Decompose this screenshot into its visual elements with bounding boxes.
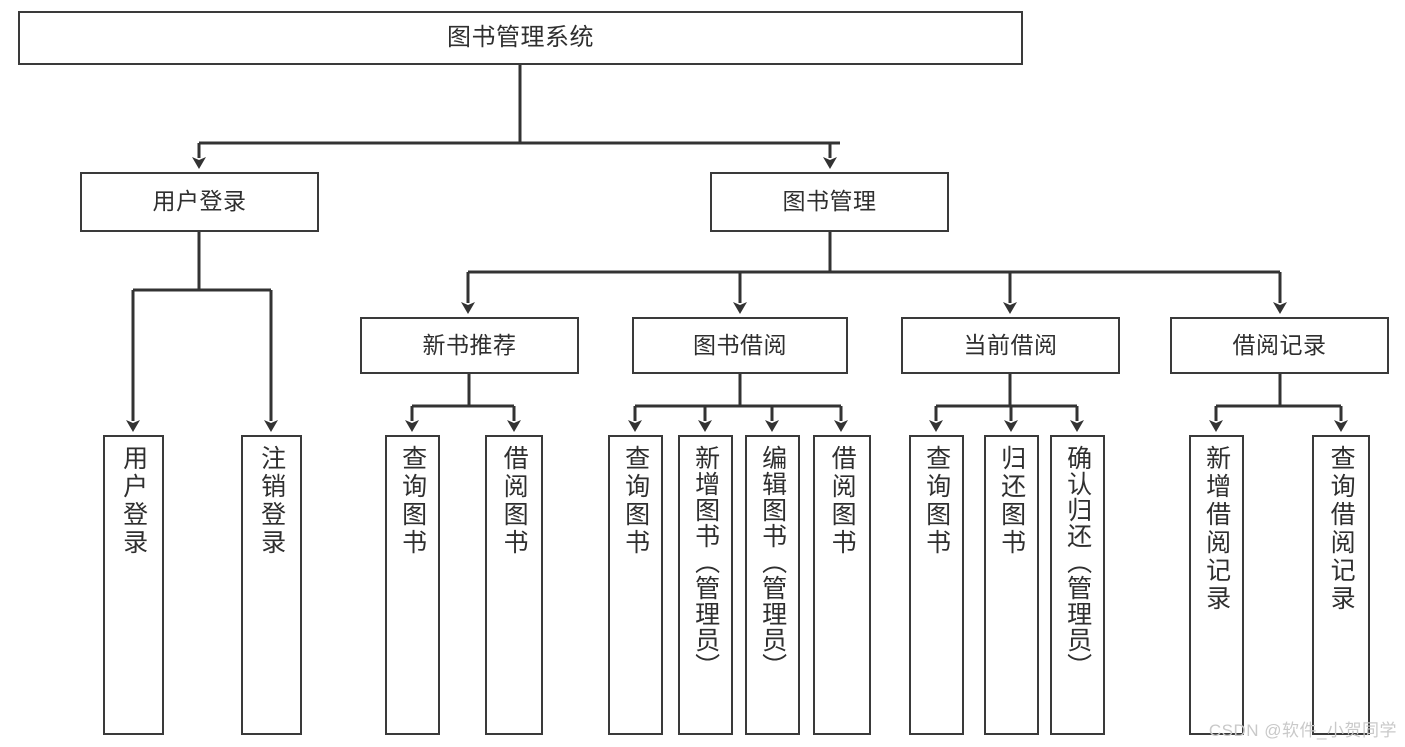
leaf-borrow-books[interactable]: 借阅图书	[813, 435, 871, 735]
node-label: 新增借阅记录	[1202, 445, 1231, 613]
leaf-add-borrow-record[interactable]: 新增借阅记录	[1189, 435, 1244, 735]
node-label: 图书管理	[782, 188, 877, 215]
node-label: 查询图书	[621, 445, 650, 557]
node-label: 图书管理系统	[447, 23, 594, 51]
node-label: 编辑图书（管理员）	[758, 445, 787, 679]
leaf-user-login[interactable]: 用户登录	[103, 435, 164, 735]
leaf-borrow-books-recommend[interactable]: 借阅图书	[485, 435, 543, 735]
leaf-add-book-admin[interactable]: 新增图书（管理员）	[678, 435, 733, 735]
node-label: 查询图书	[922, 445, 951, 557]
node-label: 确认归还（管理员）	[1063, 445, 1092, 679]
node-label: 用户登录	[119, 445, 148, 557]
leaf-edit-book-admin[interactable]: 编辑图书（管理员）	[745, 435, 800, 735]
leaf-query-books-recommend[interactable]: 查询图书	[385, 435, 440, 735]
node-label: 当前借阅	[963, 331, 1058, 358]
node-user-login[interactable]: 用户登录	[80, 172, 319, 232]
node-root[interactable]: 图书管理系统	[18, 11, 1023, 65]
node-label: 归还图书	[997, 445, 1026, 557]
node-label: 查询借阅记录	[1327, 445, 1356, 613]
node-label: 新书推荐	[422, 331, 517, 358]
node-label: 图书借阅	[693, 331, 787, 358]
node-label: 用户登录	[152, 188, 247, 215]
leaf-confirm-return-admin[interactable]: 确认归还（管理员）	[1050, 435, 1105, 735]
leaf-return-books[interactable]: 归还图书	[984, 435, 1039, 735]
node-book-management[interactable]: 图书管理	[710, 172, 949, 232]
node-label: 查询图书	[398, 445, 427, 557]
node-borrow-records[interactable]: 借阅记录	[1170, 317, 1389, 374]
node-new-book-recommend[interactable]: 新书推荐	[360, 317, 579, 374]
node-current-borrow[interactable]: 当前借阅	[901, 317, 1120, 374]
node-label: 借阅图书	[828, 445, 857, 557]
node-label: 新增图书（管理员）	[691, 445, 720, 679]
node-label: 借阅记录	[1232, 331, 1327, 358]
leaf-logout[interactable]: 注销登录	[241, 435, 302, 735]
node-label: 借阅图书	[500, 445, 529, 557]
leaf-query-books-borrow[interactable]: 查询图书	[608, 435, 663, 735]
watermark: CSDN @软件_小贺同学	[1208, 721, 1397, 740]
node-book-borrow[interactable]: 图书借阅	[632, 317, 848, 374]
leaf-query-borrow-record[interactable]: 查询借阅记录	[1312, 435, 1370, 735]
node-label: 注销登录	[257, 445, 286, 557]
leaf-query-books-current[interactable]: 查询图书	[909, 435, 964, 735]
